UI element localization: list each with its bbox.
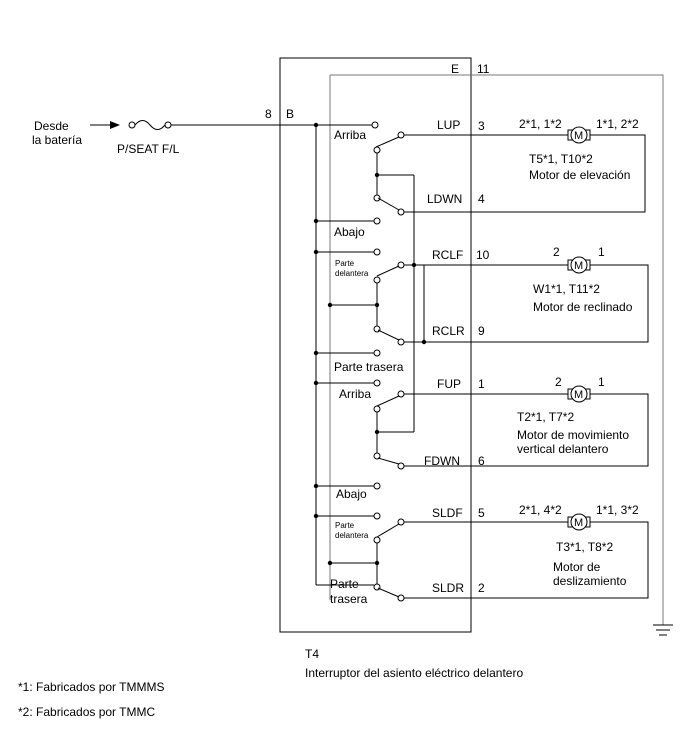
switch-lever-rclr [377, 329, 400, 341]
term-sldr: SLDR [432, 581, 464, 595]
term-sldf: SLDF [432, 506, 463, 520]
switch-lever-ldwn [377, 197, 400, 211]
motor-2-pin-right: 1 [598, 245, 605, 259]
fuse-terminal-right [164, 121, 172, 129]
motor-4-wire [471, 521, 649, 599]
motor-3-pin-right: 1 [598, 375, 605, 389]
term-fup: FUP [437, 377, 461, 391]
motor-4-symbol: M [574, 517, 583, 529]
pin-fup: 1 [478, 377, 485, 391]
motor-1-wire [471, 134, 646, 213]
pos-delantera-2: delantera [335, 269, 369, 278]
motor-2-connector: W1*1, T11*2 [533, 282, 600, 296]
ground-label: E [451, 62, 459, 76]
motor-1-name: Motor de elevación [529, 168, 630, 182]
switch-housing [279, 57, 472, 633]
input-pin: 8 [265, 107, 272, 121]
motor-2-name: Motor de reclinado [533, 300, 633, 314]
motor-4-name-1: Motor de [553, 560, 601, 574]
motor-3-connector: T2*1, T7*2 [517, 410, 574, 424]
pos-parte-4b: Parte [330, 577, 359, 591]
pin-rclr: 9 [478, 324, 485, 338]
motor-3-wire [471, 393, 649, 467]
motor-2-pin-left: 2 [553, 245, 560, 259]
pin-ldwn: 4 [478, 192, 485, 206]
motor-3-icon [570, 385, 588, 403]
term-ldwn: LDWN [427, 192, 462, 206]
source-arrow-head [110, 121, 120, 129]
pos-delantera-4: delantera [335, 531, 369, 540]
term-lup: LUP [437, 118, 460, 132]
switch-lever-lup [375, 136, 400, 148]
motor-4-icon [570, 513, 588, 531]
pos-trasera-4: trasera [330, 592, 368, 606]
pin-sldr: 2 [478, 581, 485, 595]
motor-1-pin-right: 1*1, 2*2 [596, 117, 639, 131]
switch-lever-sldr [377, 587, 400, 598]
switch-lever-sldf [376, 523, 400, 538]
pos-parte-trasera: Parte trasera [334, 360, 404, 374]
motor-4-pin-right: 1*1, 3*2 [596, 503, 639, 517]
motor-2-wire [471, 264, 649, 343]
switch-code: T4 [305, 647, 319, 661]
fuse-label: P/SEAT F/L [117, 142, 180, 156]
fuse-terminal-left [128, 121, 136, 129]
fuse-icon [134, 120, 166, 130]
motor-2-icon [570, 256, 588, 274]
term-fdwn: FDWN [424, 454, 460, 468]
ground-wire [330, 74, 664, 625]
motor-4-name-2: deslizamiento [553, 574, 627, 588]
motor-1-pin-left: 2*1, 1*2 [519, 117, 562, 131]
footnote-2: *2: Fabricados por TMMC [18, 705, 155, 719]
pin-lup: 3 [478, 119, 485, 133]
switch-lever-rclf [376, 265, 400, 277]
term-rclf: RCLF [432, 248, 463, 262]
pos-abajo-2: Abajo [336, 487, 367, 501]
motor-3-pin-left: 2 [555, 375, 562, 389]
source-label-1: Desde [34, 119, 69, 133]
input-label: B [286, 107, 294, 121]
pin-fdwn: 6 [478, 454, 485, 468]
motor-2-symbol: M [574, 260, 583, 272]
motor-1-symbol: M [574, 130, 583, 142]
source-label-2: la batería [32, 133, 82, 147]
motor-3-symbol: M [574, 389, 583, 401]
switch-lever-fdwn [377, 457, 400, 465]
pin-rclf: 10 [476, 248, 490, 262]
pos-parte-2: Parte [335, 259, 355, 268]
motor-4-connector: T3*1, T8*2 [556, 540, 613, 554]
switch-lever-fup [376, 395, 400, 407]
pos-abajo-1: Abajo [334, 225, 365, 239]
motor-1-icon [570, 126, 588, 144]
ground-pin: 11 [477, 62, 490, 76]
pos-parte-4: Parte [335, 521, 355, 530]
pos-arriba-1: Arriba [334, 128, 366, 142]
motor-1-connector: T5*1, T10*2 [529, 152, 593, 166]
motor-3-name-1: Motor de movimiento [517, 428, 629, 442]
motor-4-pin-left: 2*1, 4*2 [519, 503, 562, 517]
switch-name: Interruptor del asiento eléctrico delant… [305, 666, 523, 680]
term-rclr: RCLR [432, 324, 465, 338]
motor-3-name-2: vertical delantero [517, 442, 609, 456]
footnote-1: *1: Fabricados por TMMMS [18, 680, 165, 694]
pos-arriba-2: Arriba [339, 387, 371, 401]
pin-sldf: 5 [478, 506, 485, 520]
